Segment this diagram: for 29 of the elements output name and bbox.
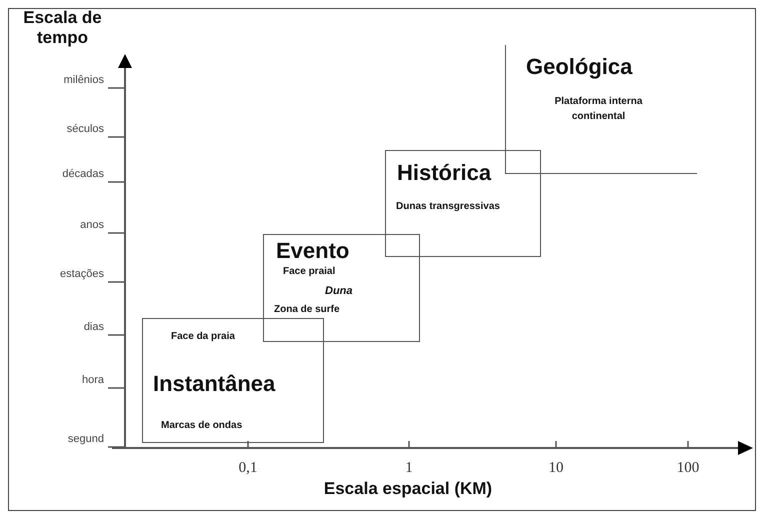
tick-label: 100 <box>676 460 700 477</box>
scale-region <box>505 45 697 174</box>
scale-title: Geológica <box>526 54 632 80</box>
axis-title: Escala espacial (KM) <box>322 479 494 499</box>
tick-label: dias <box>84 321 104 333</box>
scale-box <box>263 234 420 342</box>
tick-label: décadas <box>62 168 104 180</box>
region-label: Face praial <box>283 266 336 277</box>
tick-label: 1 <box>404 460 414 477</box>
tick-label: anos <box>80 219 104 231</box>
tick-label: milênios <box>64 74 104 86</box>
scale-title: Histórica <box>397 160 492 186</box>
axis-title: Escala de tempo <box>22 8 103 48</box>
tick-label: 0,1 <box>238 460 258 477</box>
scale-box <box>142 318 324 443</box>
region-label: Dunas transgressivas <box>396 201 500 212</box>
scale-title: Instantânea <box>153 371 276 397</box>
region-label: Duna <box>325 285 352 297</box>
region-label: Plataforma interna continental <box>554 95 644 124</box>
region-label: Zona de surfe <box>274 304 340 315</box>
tick-label: hora <box>82 374 104 386</box>
region-label: Marcas de ondas <box>161 420 242 431</box>
scale-title: Evento <box>276 238 350 264</box>
tick-label: séculos <box>66 123 104 135</box>
tick-label: segund <box>68 433 104 445</box>
region-label: Face da praia <box>171 331 235 342</box>
scale-box <box>385 150 541 257</box>
tick-label: 10 <box>548 460 564 477</box>
tick-label: estações <box>60 268 104 280</box>
